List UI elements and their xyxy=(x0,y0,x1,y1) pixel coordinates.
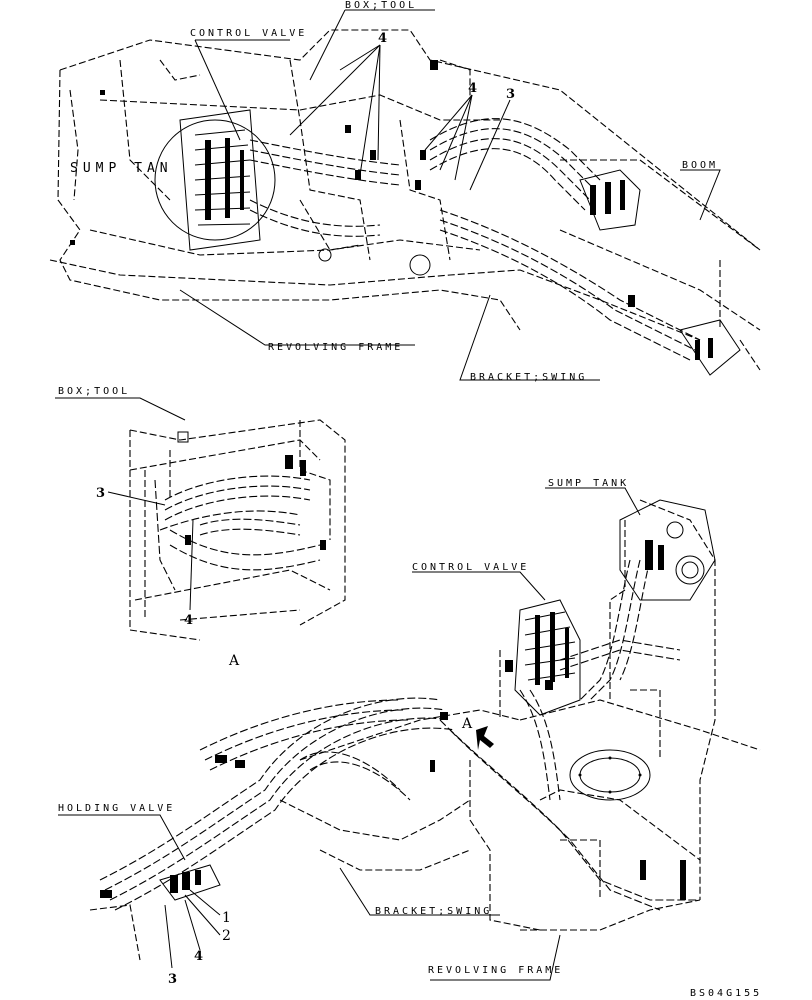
bottom-callout-3: 3 xyxy=(168,972,177,987)
detail-callout-4: 4 xyxy=(184,613,193,628)
bottom-view-arrow-a xyxy=(476,726,494,750)
bottom-holding-valve xyxy=(89,864,221,961)
detail-hoses xyxy=(154,475,321,591)
bottom-leaders xyxy=(58,487,641,981)
bottom-fittings xyxy=(215,680,686,900)
top-control-valve-label: CONTROL VALVE xyxy=(190,28,307,39)
bottom-callout-1: 1 xyxy=(222,910,231,926)
top-leaders xyxy=(179,9,721,381)
bottom-view-arrow-label: A xyxy=(461,716,473,732)
bottom-sump-tank-label: SUMP TANK xyxy=(548,478,629,489)
top-callout-3: 3 xyxy=(506,87,515,102)
bottom-revolving-frame-label: REVOLVING FRAME xyxy=(428,965,563,976)
bottom-holding-valve-label: HOLDING VALVE xyxy=(58,803,175,814)
bottom-callout-4: 4 xyxy=(194,949,203,964)
detail-box-tool-label: BOX;TOOL xyxy=(58,386,130,397)
top-bracket-swing-label: BRACKET;SWING xyxy=(470,372,587,383)
bottom-control-valve-label: CONTROL VALVE xyxy=(412,562,529,573)
drawing-code: BS04G155 xyxy=(690,988,762,999)
detail-view-a: BOX;TOOL 3 4 A xyxy=(55,386,346,669)
top-sump-tank-label: SUMP TAN xyxy=(70,161,173,176)
top-callout-4a: 4 xyxy=(378,31,387,46)
top-boom-outline xyxy=(559,159,761,371)
top-hose-bundle xyxy=(249,118,701,361)
bottom-bracket-swing-label: BRACKET;SWING xyxy=(375,906,492,917)
top-boom-fittings xyxy=(579,169,741,376)
detail-outline xyxy=(129,419,346,641)
detail-leaders xyxy=(55,397,194,611)
bottom-view: SUMP TANK CONTROL VALVE HOLDING VALVE BR… xyxy=(58,478,761,987)
top-view: CONTROL VALVE BOX;TOOL SUMP TAN BOOM REV… xyxy=(49,0,761,383)
top-boom-label: BOOM xyxy=(682,160,718,171)
detail-callout-3: 3 xyxy=(96,486,105,501)
bottom-hose-bundle xyxy=(99,559,700,911)
bottom-swing-bearing xyxy=(569,749,651,801)
top-revolving-frame-label: REVOLVING FRAME xyxy=(268,342,403,353)
top-revolving-frame-outline xyxy=(49,29,761,341)
bottom-control-valve xyxy=(505,599,581,716)
bottom-callout-2: 2 xyxy=(222,928,231,944)
detail-view-label: A xyxy=(228,653,240,669)
top-clamps xyxy=(70,60,438,276)
detail-fittings xyxy=(177,431,326,550)
top-box-tool-label: BOX;TOOL xyxy=(345,0,417,11)
top-callout-4b: 4 xyxy=(468,81,477,96)
top-control-valve xyxy=(154,109,276,251)
bottom-sump-tank xyxy=(619,499,716,601)
bottom-frame-outline xyxy=(279,499,761,931)
